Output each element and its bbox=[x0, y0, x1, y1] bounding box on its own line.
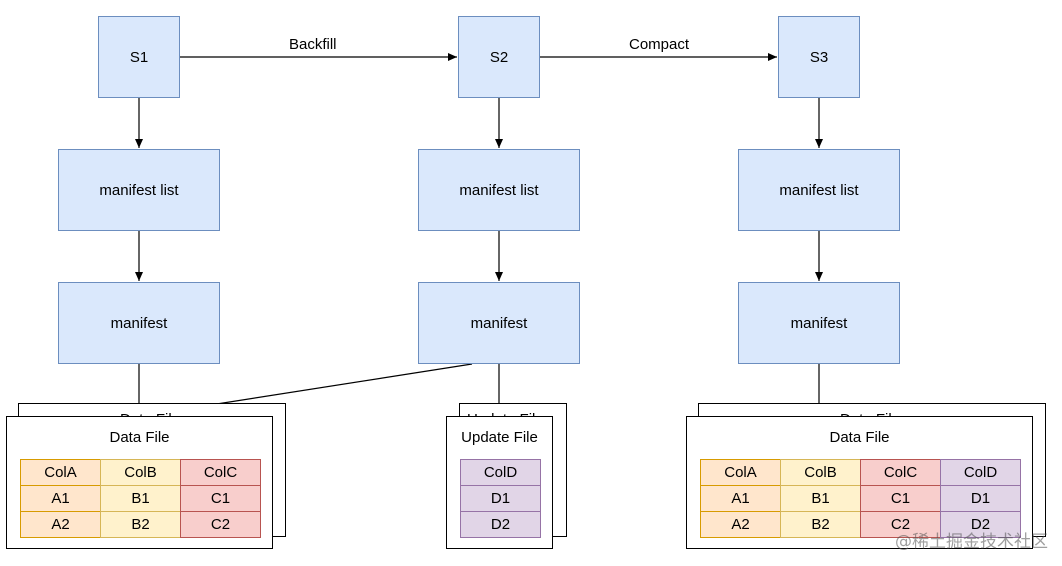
column-header: ColB bbox=[780, 459, 861, 486]
column-header: ColD bbox=[460, 459, 541, 486]
column-header: ColC bbox=[180, 459, 261, 486]
snapshot-s3: S3 bbox=[778, 16, 860, 98]
table-cell: C1 bbox=[180, 485, 261, 512]
column-colc: ColC C1 C2 bbox=[860, 459, 941, 538]
table-cell: C1 bbox=[860, 485, 941, 512]
column-cold: ColD D1 D2 bbox=[940, 459, 1021, 538]
column-cola: ColA A1 A2 bbox=[700, 459, 781, 538]
data-file-left-back-title: Data File bbox=[120, 410, 180, 420]
table-cell: A1 bbox=[20, 485, 101, 512]
manifest-s1: manifest bbox=[58, 282, 220, 364]
snapshot-s2-label: S2 bbox=[489, 48, 509, 66]
data-file-right-title: Data File bbox=[829, 429, 890, 446]
data-file-left: Data File ColA A1 A2 ColB B1 B2 ColC C1 … bbox=[6, 416, 273, 549]
manifest-list-s3: manifest list bbox=[738, 149, 900, 231]
table-cell: B2 bbox=[780, 511, 861, 538]
manifest-s1-label: manifest bbox=[110, 314, 168, 332]
table-cell: A1 bbox=[700, 485, 781, 512]
manifest-list-s2: manifest list bbox=[418, 149, 580, 231]
column-header: ColB bbox=[100, 459, 181, 486]
manifest-s2: manifest bbox=[418, 282, 580, 364]
table-cell: A2 bbox=[20, 511, 101, 538]
column-header: ColA bbox=[20, 459, 101, 486]
column-cold: ColD D1 D2 bbox=[460, 459, 541, 538]
data-file-right-table: ColA A1 A2 ColB B1 B2 ColC C1 C2 ColD D1… bbox=[700, 459, 1021, 538]
manifest-list-s3-label: manifest list bbox=[779, 181, 859, 199]
data-file-right: Data File ColA A1 A2 ColB B1 B2 ColC C1 … bbox=[686, 416, 1033, 549]
column-colb: ColB B1 B2 bbox=[780, 459, 861, 538]
snapshot-s2: S2 bbox=[458, 16, 540, 98]
table-cell: A2 bbox=[700, 511, 781, 538]
table-cell: B1 bbox=[780, 485, 861, 512]
data-file-left-table: ColA A1 A2 ColB B1 B2 ColC C1 C2 bbox=[20, 459, 261, 538]
snapshot-s1-label: S1 bbox=[129, 48, 149, 66]
manifest-list-s1: manifest list bbox=[58, 149, 220, 231]
snapshot-s1: S1 bbox=[98, 16, 180, 98]
update-file: Update File ColD D1 D2 bbox=[446, 416, 553, 549]
table-cell: C2 bbox=[180, 511, 261, 538]
column-cola: ColA A1 A2 bbox=[20, 459, 101, 538]
table-cell: D1 bbox=[940, 485, 1021, 512]
column-colb: ColB B1 B2 bbox=[100, 459, 181, 538]
snapshot-s3-label: S3 bbox=[809, 48, 829, 66]
table-cell: D1 bbox=[460, 485, 541, 512]
update-file-title: Update File bbox=[461, 429, 538, 446]
update-file-back-title: Update File bbox=[467, 410, 544, 420]
data-file-left-title: Data File bbox=[109, 429, 170, 446]
manifest-list-s1-label: manifest list bbox=[99, 181, 179, 199]
table-cell: B1 bbox=[100, 485, 181, 512]
manifest-s3: manifest bbox=[738, 282, 900, 364]
watermark: @稀土掘金技术社区 bbox=[895, 532, 1048, 552]
edge-label-backfill: Backfill bbox=[287, 36, 339, 53]
manifest-list-s2-label: manifest list bbox=[459, 181, 539, 199]
update-file-table: ColD D1 D2 bbox=[460, 459, 541, 538]
manifest-s3-label: manifest bbox=[790, 314, 848, 332]
column-header: ColD bbox=[940, 459, 1021, 486]
data-file-right-back-title: Data File bbox=[840, 410, 900, 420]
column-header: ColC bbox=[860, 459, 941, 486]
column-header: ColA bbox=[700, 459, 781, 486]
table-cell: D2 bbox=[940, 511, 1021, 538]
edge-label-compact: Compact bbox=[627, 36, 692, 53]
table-cell: D2 bbox=[460, 511, 541, 538]
manifest-s2-label: manifest bbox=[470, 314, 528, 332]
column-colc: ColC C1 C2 bbox=[180, 459, 261, 538]
table-cell: B2 bbox=[100, 511, 181, 538]
